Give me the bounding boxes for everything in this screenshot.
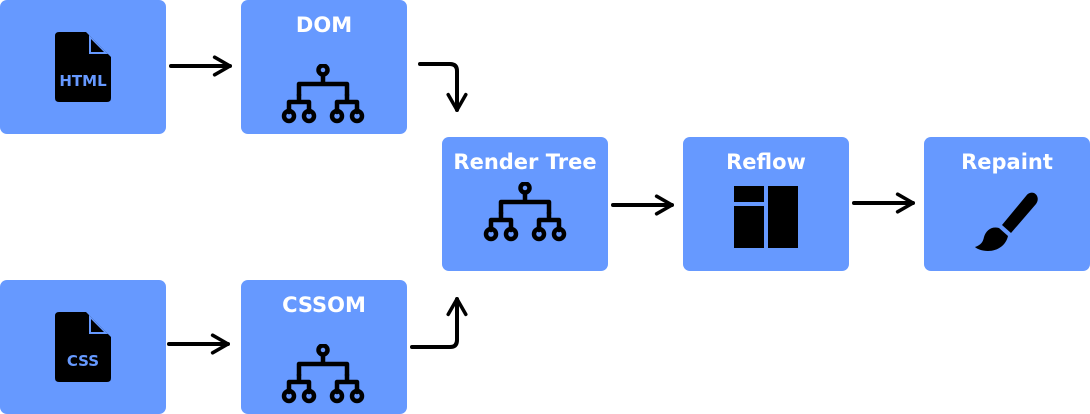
file-icon: CSS	[55, 312, 111, 382]
node-repaint: Repaint	[924, 137, 1090, 271]
brush-icon	[975, 192, 1038, 251]
tree-icon	[482, 182, 568, 242]
arrow-dom-to-render-tree	[418, 62, 468, 112]
node-css: CSS	[0, 280, 166, 414]
node-label: Reflow	[726, 150, 806, 174]
node-label: Repaint	[961, 150, 1053, 174]
file-icon: HTML	[55, 32, 111, 102]
file-type-label: CSS	[67, 352, 99, 370]
arrow-cssom-to-render-tree	[410, 297, 468, 349]
node-dom: DOM	[241, 0, 407, 134]
tree-icon	[280, 344, 366, 404]
tree-icon	[280, 64, 366, 124]
node-label: CSSOM	[282, 293, 366, 317]
node-label: Render Tree	[453, 150, 597, 174]
node-render-tree: Render Tree	[442, 137, 608, 271]
node-html: HTML	[0, 0, 166, 134]
file-type-label: HTML	[59, 72, 107, 90]
node-label: DOM	[295, 13, 353, 37]
node-cssom: CSSOM	[241, 280, 407, 414]
layout-icon	[734, 186, 798, 248]
node-reflow: Reflow	[683, 137, 849, 271]
